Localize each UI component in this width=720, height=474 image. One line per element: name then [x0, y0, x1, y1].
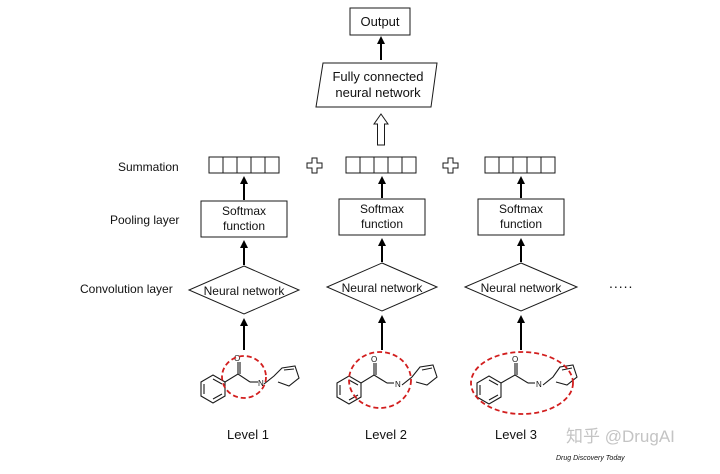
fully-connected-node: Fully connected neural network — [315, 62, 438, 108]
summation-vector-1 — [208, 156, 280, 174]
plus-icon-2 — [442, 157, 459, 174]
summation-vector-3 — [484, 156, 556, 174]
receptive-field-ring-2 — [348, 351, 412, 409]
softmax-label-line2: function — [361, 217, 403, 231]
conv-node-2: Neural network — [325, 262, 439, 312]
level-label-2: Level 2 — [365, 427, 407, 442]
level-label-1: Level 1 — [227, 427, 269, 442]
plus-icon-1 — [306, 157, 323, 174]
row-label-convolution: Convolution layer — [80, 282, 173, 296]
row-label-summation: Summation — [118, 160, 179, 174]
softmax-label-line1: Softmax — [499, 202, 543, 216]
conv-label: Neural network — [481, 281, 563, 295]
nitrogen-atom-label: N — [258, 379, 264, 388]
nitrogen-atom-label: N — [536, 380, 542, 389]
output-node: Output — [349, 7, 411, 36]
source-credit: Drug Discovery Today — [556, 455, 625, 462]
molecule-structure-1: O N — [200, 354, 300, 404]
receptive-field-ring-1 — [221, 355, 267, 399]
oxygen-atom-label: O — [371, 355, 377, 364]
oxygen-atom-label: O — [234, 354, 240, 363]
row-label-pooling: Pooling layer — [110, 213, 179, 227]
softmax-node-1: Softmax function — [200, 200, 288, 238]
summation-vector-2 — [345, 156, 417, 174]
conv-label: Neural network — [204, 284, 286, 298]
conv-node-3: Neural network — [463, 262, 579, 312]
conv-node-1: Neural network — [187, 265, 301, 315]
fc-label-line1: Fully connected — [332, 69, 423, 84]
molecule-structure-2: O N — [336, 351, 438, 409]
level-label-3: Level 3 — [495, 427, 537, 442]
watermark-text: 知乎 @DrugAI — [566, 427, 675, 446]
softmax-label-line1: Softmax — [360, 202, 404, 216]
softmax-label-line2: function — [500, 217, 542, 231]
continuation-ellipsis: ..... — [609, 275, 633, 291]
softmax-node-2: Softmax function — [338, 198, 426, 236]
conv-label: Neural network — [342, 281, 424, 295]
softmax-node-3: Softmax function — [477, 198, 565, 236]
fc-label-line2: neural network — [335, 85, 421, 100]
softmax-label-line1: Softmax — [222, 204, 266, 218]
nitrogen-atom-label: N — [395, 380, 401, 389]
hollow-arrow-icon — [373, 113, 389, 146]
molecule-structure-3: O N — [470, 351, 578, 415]
receptive-field-ring-3 — [470, 351, 574, 415]
oxygen-atom-label: O — [512, 355, 518, 364]
softmax-label-line2: function — [223, 219, 265, 233]
output-label: Output — [360, 14, 399, 29]
